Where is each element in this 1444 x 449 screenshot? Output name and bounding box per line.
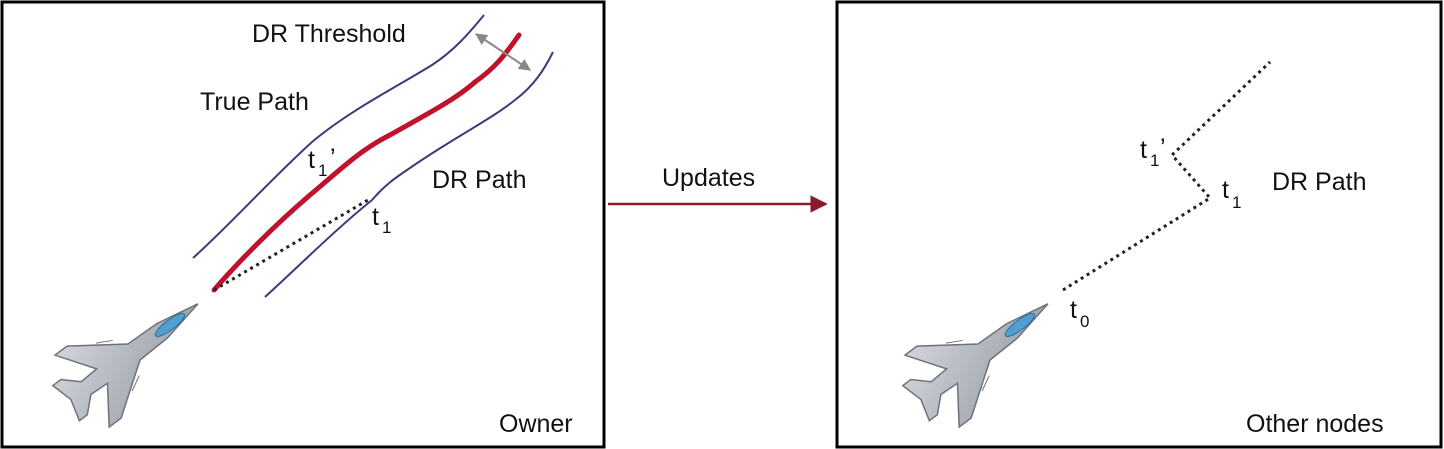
true-path-line	[211, 32, 522, 293]
other-nodes-label: Other nodes	[1246, 410, 1384, 438]
t1-prime-label: t 1 ’	[308, 144, 336, 180]
other-nodes-panel-border	[835, 0, 1443, 449]
owner-jet-icon	[51, 303, 199, 429]
owner-label: Owner	[499, 410, 573, 438]
t1-label: t 1	[372, 203, 391, 237]
svg-text:t: t	[1222, 176, 1229, 204]
svg-text:t: t	[1070, 296, 1077, 324]
svg-text:1: 1	[1232, 193, 1241, 212]
remote-dr-path-dotted-line	[1062, 60, 1272, 292]
svg-text:0: 0	[1080, 312, 1089, 331]
svg-text:1: 1	[318, 161, 327, 180]
remote-jet-icon	[901, 303, 1049, 429]
svg-text:t: t	[372, 203, 379, 231]
updates-arrow: Updates	[608, 164, 828, 213]
dr-threshold-lower-line	[264, 51, 554, 298]
threshold-width-arrow	[475, 33, 531, 71]
svg-text:t: t	[308, 146, 315, 174]
dr-threshold-label: DR Threshold	[252, 20, 406, 48]
remote-t1-label: t 1	[1222, 176, 1241, 212]
owner-panel: DR Threshold True Path DR Path t 1 ’ t 1…	[0, 0, 606, 449]
remote-t0-label: t 0	[1070, 296, 1089, 331]
dr-threshold-upper-line	[192, 14, 485, 259]
svg-text:t: t	[1140, 136, 1147, 164]
true-path-label: True Path	[200, 88, 309, 116]
remote-t1-prime-label: t 1 ’	[1140, 134, 1166, 170]
dr-path-label: DR Path	[432, 166, 526, 194]
svg-text:’: ’	[1160, 134, 1166, 162]
svg-text:’: ’	[330, 144, 336, 172]
remote-dr-path-label: DR Path	[1272, 168, 1366, 196]
svg-text:1: 1	[1150, 151, 1159, 170]
svg-text:1: 1	[382, 218, 391, 237]
other-nodes-panel: DR Path t 1 ’ t 1 t 0 Other nodes	[835, 0, 1443, 449]
updates-label: Updates	[662, 164, 755, 192]
dr-path-dotted-line	[213, 198, 369, 292]
